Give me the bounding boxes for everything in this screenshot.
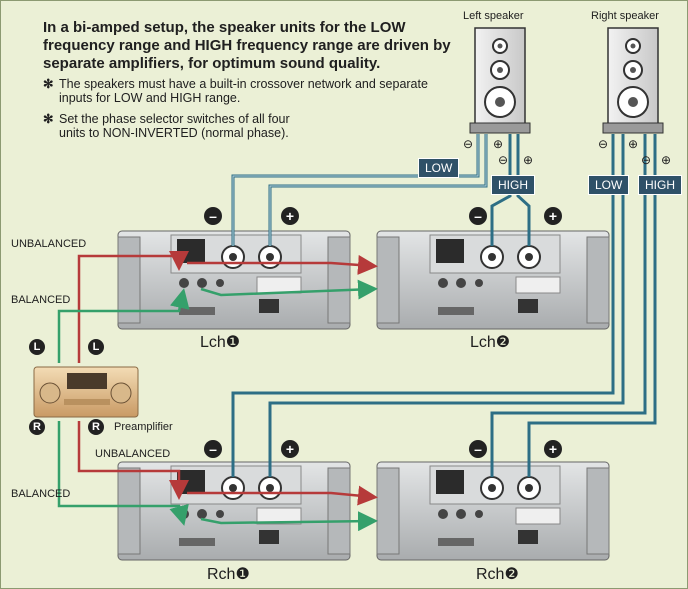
left-speaker-minus-high: ⊖ [498,153,509,167]
unbalanced-label-bottom: UNBALANCED [95,448,171,460]
speaker-cables-left-inner [232,134,487,246]
svg-text:+: + [549,208,557,224]
svg-text:–: – [474,208,482,224]
amp-rch2-label: Rch❷ [476,566,519,583]
right-high-tag: HIGH [638,175,682,195]
left-speaker-label: Left speaker [463,10,524,22]
note-bullet: ✻ [43,77,54,91]
left-high-tag: HIGH [491,175,535,195]
svg-text:+: + [286,208,294,224]
right-channel-marker: R [88,419,104,435]
right-speaker-minus: ⊖ [598,137,609,151]
amp-lch1-label: Lch❶ [200,334,241,351]
speaker-cables-right [231,134,657,477]
svg-text:+: + [286,441,294,457]
preamp-label: Preamplifier [114,421,173,433]
right-speaker [602,27,664,134]
svg-text:–: – [209,441,217,457]
left-low-tag: LOW [418,158,460,178]
left-speaker-minus: ⊖ [463,137,474,151]
amp-lch2 [376,230,610,330]
amp-polarity-markers: – + – + – + – + [204,207,562,458]
left-speaker [469,27,531,134]
note-phase: ✻ Set the phase selector switches of all… [43,112,319,140]
right-speaker-plus: ⊕ [628,137,639,151]
note-bullet: ✻ [43,112,54,126]
amp-lch2-label: Lch❷ [470,334,511,351]
balanced-label-bottom: BALANCED [11,488,71,500]
right-speaker-label: Right speaker [591,10,659,22]
left-speaker-plus: ⊕ [493,137,504,151]
amp-rch2 [376,461,610,561]
right-low-tag: LOW [588,175,630,195]
svg-text:+: + [549,441,557,457]
balanced-label-top: BALANCED [11,294,71,306]
note-crossover: ✻ The speakers must have a built-in cros… [43,77,447,105]
svg-text:–: – [209,208,217,224]
right-speaker-plus-high: ⊕ [661,153,672,167]
left-channel-marker: L [29,339,45,355]
svg-text:–: – [474,441,482,457]
unbalanced-cables [77,251,378,506]
note-text: Set the phase selector switches of all f… [59,112,290,140]
note-text: The speakers must have a built-in crosso… [59,77,428,105]
speaker-cables-left [231,134,531,246]
right-channel-marker: R [29,419,45,435]
preamplifier [33,366,139,418]
left-channel-marker: L [88,339,104,355]
heading: In a bi-amped setup, the speaker units f… [43,19,451,72]
right-speaker-minus-high: ⊖ [641,153,652,167]
amp-rch1-label: Rch❶ [207,566,250,583]
left-speaker-plus-high: ⊕ [523,153,534,167]
unbalanced-label-top: UNBALANCED [11,238,87,250]
balanced-cables [57,279,378,532]
